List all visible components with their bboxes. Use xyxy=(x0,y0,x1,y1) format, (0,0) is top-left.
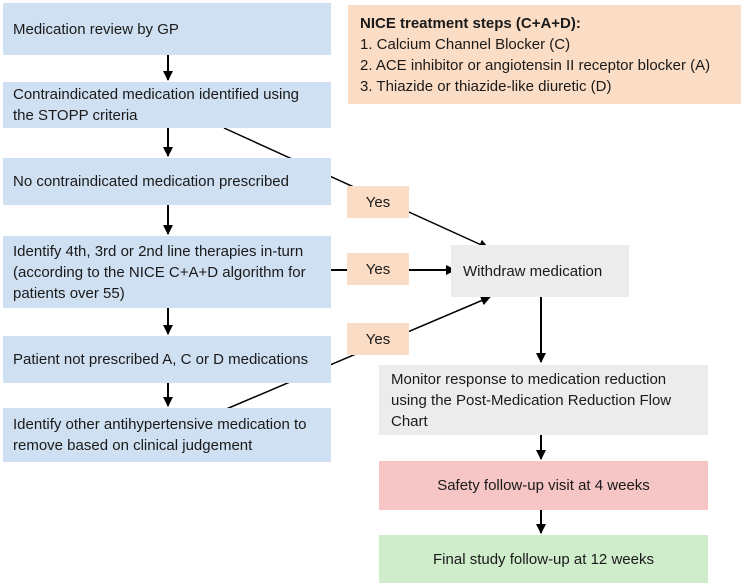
monitor-response: Monitor response to medication reduction… xyxy=(379,365,708,435)
nice-step: 3. Thiazide or thiazide-like diuretic (D… xyxy=(360,78,612,95)
safety-follow-up: Safety follow-up visit at 4 weeks xyxy=(379,461,708,510)
step-stopp: Contraindicated medication identified us… xyxy=(3,82,331,128)
step-gp-review-text: Medication review by GP xyxy=(13,20,179,38)
nice-treatment-steps: NICE treatment steps (C+A+D): 1. Calcium… xyxy=(348,5,741,104)
withdraw-medication: Withdraw medication xyxy=(451,245,629,297)
step-line-therapies: Identify 4th, 3rd or 2nd line therapies … xyxy=(3,236,331,308)
nice-title: NICE treatment steps (C+A+D): xyxy=(360,15,581,32)
withdraw-medication-text: Withdraw medication xyxy=(463,262,603,280)
step-other-antihypertensive: Identify other antihypertensive medicati… xyxy=(3,408,331,462)
nice-steps-list: 1. Calcium Channel Blocker (C) 2. ACE in… xyxy=(360,34,729,97)
nice-step: 1. Calcium Channel Blocker (C) xyxy=(360,36,571,53)
safety-follow-up-text: Safety follow-up visit at 4 weeks xyxy=(437,477,650,494)
step-not-prescribed-text: Patient not prescribed A, C or D medicat… xyxy=(13,351,309,368)
step-other-antihypertensive-text: Identify other antihypertensive medicati… xyxy=(13,416,307,454)
final-follow-up: Final study follow-up at 12 weeks xyxy=(379,535,708,583)
final-follow-up-text: Final study follow-up at 12 weeks xyxy=(433,550,654,568)
step-line-therapies-text: Identify 4th, 3rd or 2nd line therapies … xyxy=(13,242,306,302)
yes-label-1: Yes xyxy=(347,186,409,218)
step-no-contraindicated: No contraindicated medication prescribed xyxy=(3,158,331,205)
step-stopp-text: Contraindicated medication identified us… xyxy=(13,86,300,124)
nice-step: 2. ACE inhibitor or angiotensin II recep… xyxy=(360,57,711,74)
step-gp-review: Medication review by GP xyxy=(3,3,331,55)
step-no-contraindicated-text: No contraindicated medication prescribed xyxy=(13,173,289,190)
yes-label-3: Yes xyxy=(347,323,409,355)
monitor-response-text: Monitor response to medication reduction… xyxy=(391,370,672,430)
yes-label-2: Yes xyxy=(347,253,409,285)
step-not-prescribed: Patient not prescribed A, C or D medicat… xyxy=(3,336,331,383)
